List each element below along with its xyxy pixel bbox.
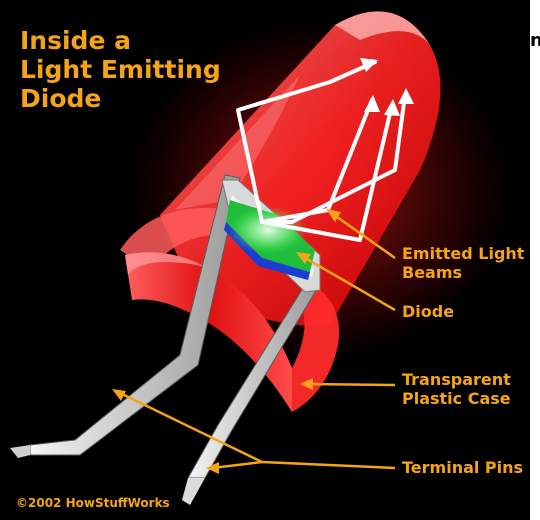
label-transparent-plastic-case: Transparent Plastic Case xyxy=(402,370,511,408)
label-line: Emitted Light xyxy=(402,244,524,263)
stray-text: n xyxy=(530,30,540,51)
label-terminal-pins: Terminal Pins xyxy=(402,458,523,477)
title-line: Light Emitting xyxy=(20,55,221,84)
label-line: Plastic Case xyxy=(402,389,511,408)
copyright-notice: ©2002 HowStuffWorks xyxy=(16,496,170,510)
title-line: Diode xyxy=(20,84,221,113)
label-line: Transparent xyxy=(402,370,511,389)
title-line: Inside a xyxy=(20,26,221,55)
label-line: Beams xyxy=(402,263,524,282)
label-line: Diode xyxy=(402,302,454,321)
diagram-title: Inside a Light Emitting Diode xyxy=(20,26,221,113)
label-line: Terminal Pins xyxy=(402,458,523,477)
label-emitted-light-beams: Emitted Light Beams xyxy=(402,244,524,282)
label-diode: Diode xyxy=(402,302,454,321)
